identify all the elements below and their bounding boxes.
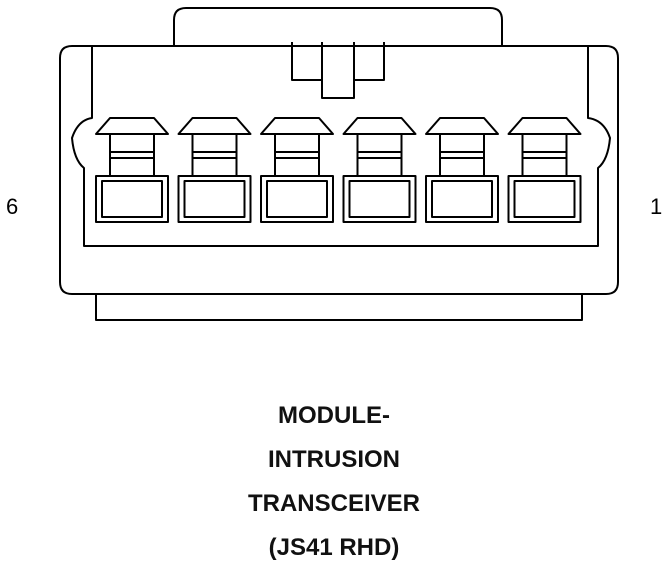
cavity-opening-inner	[513, 180, 576, 218]
cavity-latch-head	[95, 117, 169, 135]
cavity-latch-head	[507, 117, 582, 135]
cavity-4	[260, 117, 334, 223]
cavity-opening-inner	[348, 180, 411, 218]
caption-line-4: (JS41 RHD)	[268, 534, 400, 561]
cavity-latch-stem	[439, 134, 485, 176]
cavity-6	[95, 117, 169, 223]
cavity-latch-head	[342, 117, 417, 135]
cavity-opening-outer	[95, 175, 169, 223]
connector-keyway	[291, 42, 385, 99]
caption-line-3: TRANSCEIVER	[247, 490, 421, 517]
cavity-opening-inner	[101, 180, 163, 218]
cavity-latch-head	[260, 117, 334, 135]
pin-number-label-left: 6	[6, 194, 19, 219]
cavity-opening-inner	[266, 180, 328, 218]
component-caption: MODULE- INTRUSION TRANSCEIVER (JS41 RHD)	[0, 398, 668, 574]
pin-number-label-right: 1	[650, 194, 663, 219]
cavity-1	[507, 117, 582, 223]
caption-line-1: MODULE-	[278, 402, 390, 429]
connector-inner-body	[71, 46, 611, 247]
cavity-2	[425, 117, 499, 223]
cavity-latch-stem	[356, 134, 403, 176]
connector-cavities	[95, 117, 582, 223]
cavity-opening-outer	[342, 175, 417, 223]
cavity-opening-outer	[425, 175, 499, 223]
cavity-opening-outer	[177, 175, 252, 223]
cavity-opening-outer	[260, 175, 334, 223]
cavity-opening-inner	[431, 180, 493, 218]
cavity-latch-stem	[521, 134, 568, 176]
connector-bottom-lip	[95, 294, 583, 321]
cavity-latch-head	[177, 117, 252, 135]
cavity-opening-outer	[507, 175, 582, 223]
cavity-latch-stem	[109, 134, 155, 176]
cavity-latch-head	[425, 117, 499, 135]
cavity-latch-stem	[191, 134, 238, 176]
cavity-latch-stem	[274, 134, 320, 176]
cavity-5	[177, 117, 252, 223]
caption-line-2: INTRUSION	[268, 446, 400, 473]
connector-top-latch	[173, 7, 503, 46]
cavity-opening-inner	[183, 180, 246, 218]
cavity-3	[342, 117, 417, 223]
connector-outer-housing	[59, 45, 619, 295]
